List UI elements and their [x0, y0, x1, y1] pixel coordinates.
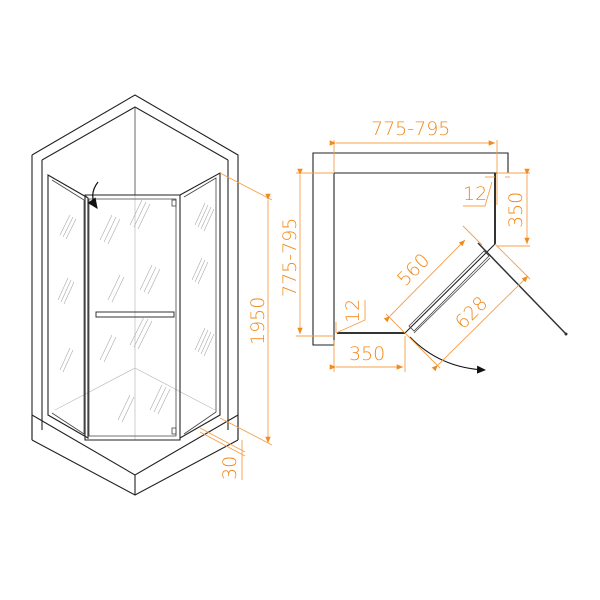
tray-height-dimension: 30: [219, 456, 241, 480]
bottom-side-dimension: 350: [349, 343, 385, 365]
door-width-dimension: 560: [393, 249, 434, 290]
diagonal-dimension: 628: [451, 292, 492, 333]
door-handle: [95, 311, 175, 318]
glass-reflection-hatching: [57, 199, 215, 423]
right-side-dimension: 350: [505, 192, 527, 228]
height-dimension: 1950: [247, 297, 269, 345]
plan-view: 775-795 775-795 350 12 12 350 560: [279, 118, 568, 374]
left-gap-dimension: 12: [342, 299, 364, 323]
curved-arrow-icon: [87, 181, 99, 209]
left-depth-dimension: 775-795: [279, 218, 301, 297]
top-gap-dimension: 12: [463, 183, 487, 205]
isometric-view: 1950 30: [31, 94, 273, 496]
top-width-dimension: 775-795: [371, 118, 450, 140]
curved-arrow-icon: [409, 336, 486, 374]
